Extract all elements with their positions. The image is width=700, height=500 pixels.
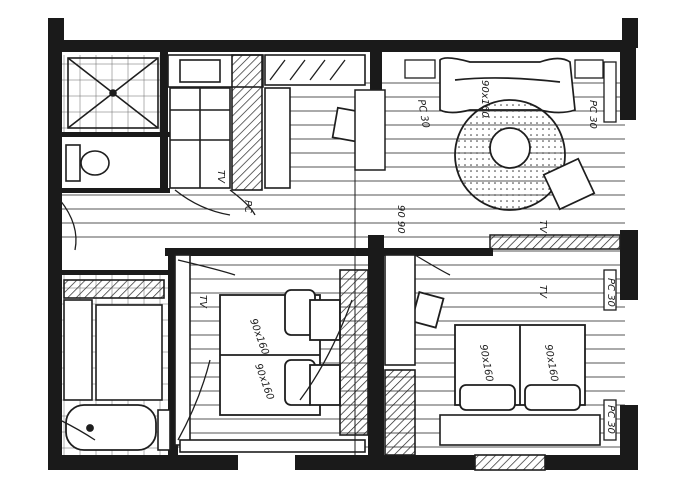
label-sofa: 90x160 [479, 80, 490, 118]
door-swings [59, 165, 451, 455]
outer-walls [48, 18, 638, 470]
wardrobe-right [384, 254, 601, 471]
interior-walls [60, 40, 493, 470]
kitchen-counter [167, 54, 264, 191]
bed-left [219, 289, 341, 416]
label-dim-hall: 90 90 [395, 205, 406, 234]
label-tv-right-room: TV [537, 285, 548, 299]
bed-right [410, 291, 586, 411]
toilet [65, 144, 110, 182]
wardrobe-left [174, 254, 369, 453]
round-rug [454, 99, 566, 211]
radiators [404, 59, 617, 441]
bathroom-cabinet [63, 279, 171, 451]
wardrobe-hall [264, 54, 366, 189]
shower [67, 57, 159, 129]
bathtub [65, 404, 157, 451]
tv-cabinet-living [354, 89, 621, 250]
label-pc-right-lower: PC 30 [605, 278, 616, 307]
label-tv-hall: TV [537, 220, 548, 234]
label-pc-right: PC 30 [587, 100, 598, 129]
sofa [439, 57, 576, 114]
label-pc-right-bottom: PC 30 [605, 405, 616, 434]
label-tv-kitchen: TV [215, 170, 226, 184]
label-pc-kitchen: PC [242, 200, 253, 213]
label-pc-top-left: PC 30 [415, 99, 431, 129]
label-tv-left-room: TV [197, 295, 208, 309]
